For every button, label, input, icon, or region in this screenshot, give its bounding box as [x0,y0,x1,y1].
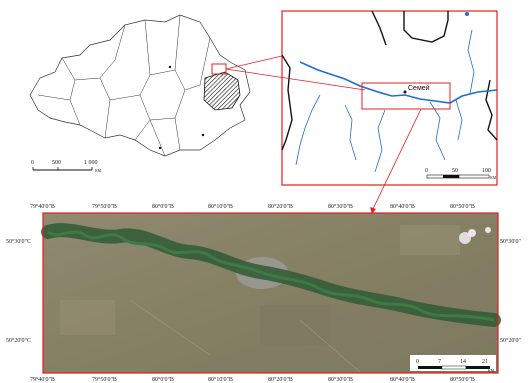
longitude-label: 79°40'0"В [30,203,55,210]
latitude-label: 50°30'0"С [6,238,31,245]
tributary [455,99,463,141]
tributary [374,109,386,173]
region-borders [37,14,211,157]
border-line [485,79,498,141]
detail-map: Семей 0 50 100 КМ [281,10,498,186]
overview-map: 0 500 1 000 КМ [29,14,251,173]
longitude-label: 80°0'0"В [152,376,174,383]
city-label: Семей [408,84,430,92]
longitude-label: 80°20'0"В [268,203,293,210]
city-dot [168,65,172,69]
satellite-scale-label: 0 [416,359,419,365]
satellite-map: 0 7 14 21 КМ 79°40'0"В 79°50'0"В 80°0'0"… [6,203,521,383]
satellite-scale-label: 21 [482,359,488,365]
longitude-label: 80°0'0"В [152,203,174,210]
overview-scale-label: 1 000 [84,160,98,166]
satellite-scale-unit: КМ [488,368,495,373]
detail-scale-label: 100 [482,168,491,174]
irtysh-river [299,61,498,104]
detail-scale-unit: КМ [490,175,497,180]
border-line [403,11,449,43]
longitude-label: 80°30'0"В [328,203,353,210]
top-longitude-labels: 79°40'0"В 79°50'0"В 80°0'0"В 80°10'0"В 8… [30,203,475,210]
longitude-label: 79°50'0"В [92,203,117,210]
city-dot [158,146,162,150]
lake [465,12,469,16]
study-area-box [361,82,451,110]
border-line [281,54,293,151]
city-dot [201,133,205,137]
longitude-label: 80°40'0"В [390,376,415,383]
latitude-label: 50°30'0" [500,238,521,245]
tributary [429,101,446,161]
irtysh-river-channel [47,230,495,322]
longitude-label: 80°10'0"В [208,376,233,383]
longitude-label: 80°50'0"В [450,376,475,383]
satellite-scale-bar: 0 7 14 21 КМ [410,355,496,373]
longitude-label: 79°40'0"В [30,376,55,383]
tributary [295,94,321,166]
latitude-label: 50°20'0"С [6,337,31,344]
longitude-label: 80°30'0"В [328,376,353,383]
bottom-longitude-labels: 79°40'0"В 79°50'0"В 80°0'0"В 80°10'0"В 8… [30,376,475,383]
connector-lines [225,55,422,214]
detail-scale-label: 50 [452,168,458,174]
longitude-label: 80°40'0"В [390,203,415,210]
longitude-label: 80°50'0"В [450,203,475,210]
longitude-label: 79°50'0"В [92,376,117,383]
overview-scale-unit: КМ [95,168,102,173]
longitude-label: 80°10'0"В [208,203,233,210]
longitude-label: 80°20'0"В [268,376,293,383]
detail-scale-bar: 0 50 100 КМ [425,168,497,180]
overview-scale-label: 0 [31,160,34,166]
tributary [467,29,475,95]
border-line [371,10,387,46]
overview-scale-bar: 0 500 1 000 КМ [31,160,102,173]
country-outline [29,14,251,157]
overview-scale-label: 500 [52,160,61,166]
east-kazakhstan-region [203,71,241,111]
semey-city-dot [403,90,407,94]
detail-map-frame [281,10,498,186]
satellite-scale-label: 14 [460,359,466,365]
latitude-label: 50°20'0" [500,337,521,344]
satellite-scale-label: 7 [438,359,441,365]
detail-scale-label: 0 [425,168,428,174]
tributary [344,104,357,161]
